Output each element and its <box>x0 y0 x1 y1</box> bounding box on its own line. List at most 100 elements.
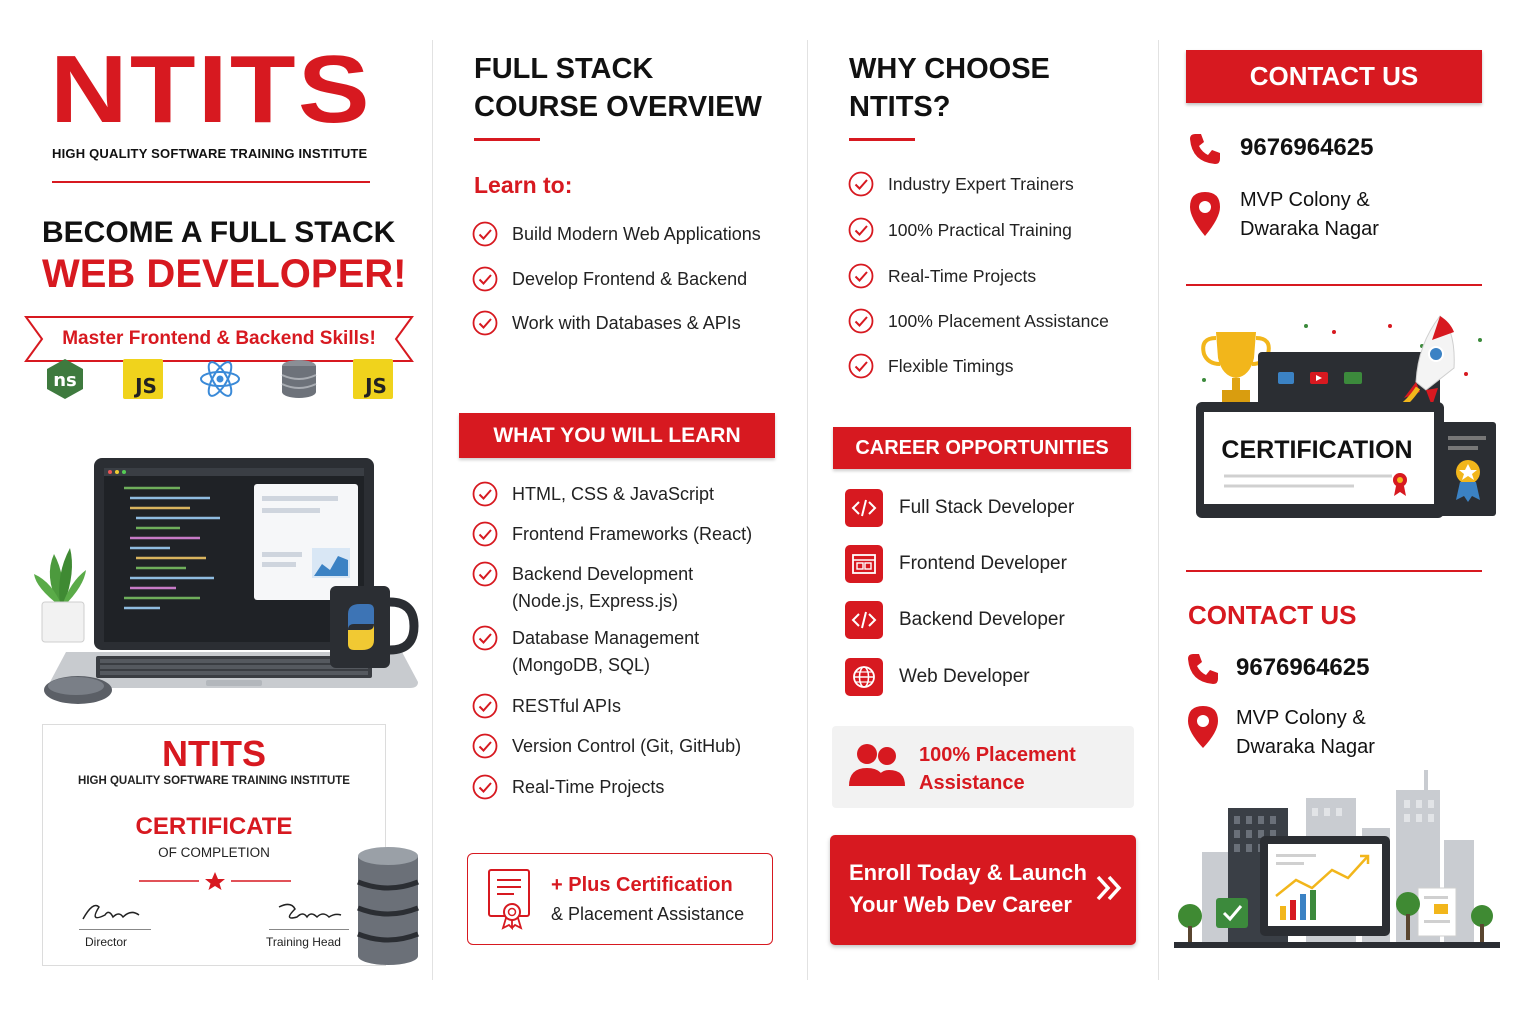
contact-banner: CONTACT US <box>1186 50 1482 103</box>
phone-icon <box>1188 654 1218 684</box>
list-item: Real-Time Projects <box>848 263 1036 290</box>
list-item-text: Flexible Timings <box>888 356 1014 376</box>
address-line1: MVP Colony & <box>1236 707 1366 729</box>
separator <box>52 181 370 183</box>
overview-title-line1: FULL STACK <box>474 53 654 85</box>
career-item: Full Stack Developer <box>845 489 1074 527</box>
address-line1: MVP Colony & <box>1240 189 1370 211</box>
location-pin-icon <box>1188 706 1218 748</box>
list-item: Work with Databases & APIs <box>472 310 741 337</box>
address: MVP Colony & Dwaraka Nagar <box>1236 704 1375 762</box>
certificate-logo: NTITS <box>162 733 266 774</box>
database-stack-icon <box>357 847 419 965</box>
svg-text:JS: JS <box>133 374 157 398</box>
certification-callout-subtitle: & Placement Assistance <box>551 904 745 924</box>
list-item-text: Build Modern Web Applications <box>512 224 761 244</box>
column-divider <box>807 40 808 980</box>
check-circle-icon <box>472 310 498 336</box>
certificate-icon <box>488 869 530 930</box>
learn-to-label: Learn to: <box>474 172 573 198</box>
globe-icon <box>845 658 883 696</box>
career-item: Web Developer <box>845 658 1030 696</box>
headline-line1: BECOME A FULL STACK <box>42 216 396 249</box>
nodejs-icon: ns <box>47 359 83 399</box>
list-item-text: RESTful APIs <box>512 696 622 716</box>
check-circle-icon <box>472 733 498 759</box>
double-chevron-right-icon <box>1096 875 1122 901</box>
certification-callout: + Plus Certification & Placement Assista… <box>467 853 773 945</box>
list-item: Build Modern Web Applications <box>472 221 761 248</box>
list-item: 100% Practical Training <box>848 217 1072 244</box>
column-divider <box>432 40 433 980</box>
list-item: Database Management(MongoDB, SQL) <box>472 625 699 679</box>
list-item-text: Industry Expert Trainers <box>888 174 1074 194</box>
city-analytics-illustration <box>1174 770 1500 948</box>
signature-line <box>269 929 349 930</box>
brand-tagline: HIGH QUALITY SOFTWARE TRAINING INSTITUTE <box>52 146 368 161</box>
certification-label: CERTIFICATION <box>1221 436 1413 464</box>
check-circle-icon <box>472 266 498 292</box>
check-circle-icon <box>848 353 874 379</box>
svg-text:ns: ns <box>53 370 77 391</box>
contact-title: CONTACT US <box>1188 600 1357 630</box>
people-icon <box>849 744 905 786</box>
why-title: WHY CHOOSE NTITS? <box>849 50 1050 126</box>
check-circle-icon <box>472 521 498 547</box>
check-circle-icon <box>472 774 498 800</box>
list-item: Version Control (Git, GitHub) <box>472 733 741 760</box>
career-label: Web Developer <box>899 666 1030 687</box>
certificate-card: NTITS HIGH QUALITY SOFTWARE TRAINING INS… <box>42 724 386 966</box>
certification-illustration <box>1196 315 1496 518</box>
address-line2: Dwaraka Nagar <box>1240 218 1379 240</box>
javascript-icon: JS <box>353 359 393 399</box>
signature-line <box>79 929 151 930</box>
check-circle-icon <box>472 481 498 507</box>
address-line2: Dwaraka Nagar <box>1236 736 1375 758</box>
phone-number[interactable]: 9676964625 <box>1240 134 1374 161</box>
enroll-button[interactable]: Enroll Today & Launch Your Web Dev Caree… <box>830 835 1136 945</box>
enroll-line2: Your Web Dev Career <box>849 892 1072 917</box>
laptop-illustration <box>34 458 419 704</box>
line1: Backend Development <box>512 564 694 584</box>
check-circle-icon <box>472 561 498 587</box>
phone-number[interactable]: 9676964625 <box>1236 654 1370 681</box>
placement-text: 100% Placement Assistance <box>919 741 1076 797</box>
certification-callout-title: + Plus Certification <box>551 874 733 896</box>
list-item-text: HTML, CSS & JavaScript <box>512 484 715 504</box>
certificate-tagline: HIGH QUALITY SOFTWARE TRAINING INSTITUTE <box>78 775 350 787</box>
director-label: Director <box>85 935 128 949</box>
certificate-title: CERTIFICATE <box>135 813 293 840</box>
title-underline <box>849 138 915 141</box>
list-item-text: Frontend Frameworks (React) <box>512 524 753 544</box>
certificate-subtitle: OF COMPLETION <box>158 845 270 860</box>
line2: (MongoDB, SQL) <box>512 655 651 675</box>
database-icon <box>281 360 317 398</box>
enroll-line1: Enroll Today & Launch <box>849 860 1087 885</box>
check-circle-icon <box>848 263 874 289</box>
check-circle-icon <box>472 625 498 651</box>
list-item: 100% Placement Assistance <box>848 308 1109 335</box>
section-banner: WHAT YOU WILL LEARN <box>459 413 775 458</box>
enroll-text: Enroll Today & Launch Your Web Dev Caree… <box>849 857 1089 921</box>
list-item: RESTful APIs <box>472 693 621 720</box>
column-divider <box>1158 40 1159 980</box>
star-divider <box>139 872 291 890</box>
list-item-text: Version Control (Git, GitHub) <box>512 736 742 756</box>
headline-line2: WEB DEVELOPER! <box>42 252 407 296</box>
line2: (Node.js, Express.js) <box>512 591 679 611</box>
list-item: Real-Time Projects <box>472 774 664 801</box>
javascript-icon: JS <box>123 359 163 399</box>
list-item: Industry Expert Trainers <box>848 171 1074 198</box>
placement-line2: Assistance <box>919 772 1025 794</box>
check-circle-icon <box>848 308 874 334</box>
list-item-text: 100% Placement Assistance <box>888 311 1109 331</box>
title-underline <box>474 138 540 141</box>
career-label: Backend Developer <box>899 609 1065 630</box>
career-item: Backend Developer <box>845 601 1065 639</box>
list-item-text: Real-Time Projects <box>888 266 1037 286</box>
code-icon <box>845 601 883 639</box>
director-signature <box>82 904 140 920</box>
list-item-text: Backend Development (Node.js, Express.js) <box>512 561 693 615</box>
separator <box>1186 284 1482 286</box>
why-title-line1: WHY CHOOSE <box>849 53 1050 85</box>
